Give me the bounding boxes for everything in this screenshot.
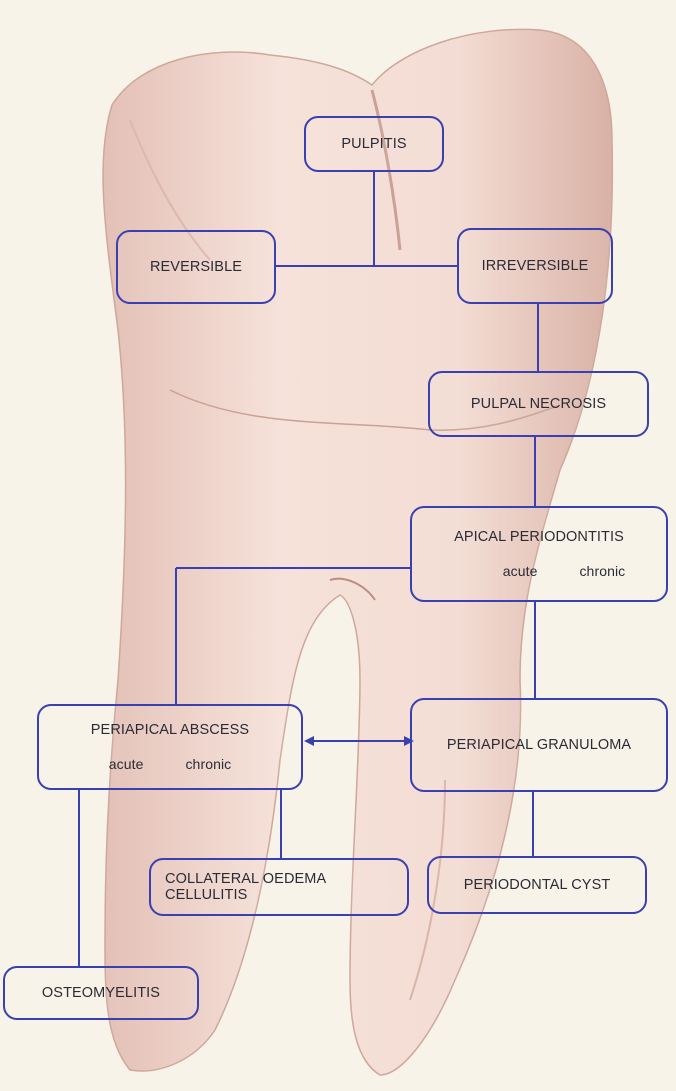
arrow-head-right [404, 736, 414, 746]
periapical-granuloma-box: PERIAPICAL GRANULOMA [410, 698, 668, 792]
reversible-box: REVERSIBLE [116, 230, 276, 304]
root-groove [409, 779, 446, 1001]
collateral-oedema-box: COLLATERAL OEDEMA CELLULITIS [149, 858, 409, 916]
tooth-shape [102, 28, 614, 1076]
connector-lines [78, 172, 539, 966]
periodontal-cyst-box: PERIODONTAL CYST [427, 856, 647, 914]
apical-chronic-label: chronic [579, 563, 626, 579]
abscess-acute-label: acute [108, 756, 144, 772]
periodontal-cyst-label: PERIODONTAL CYST [463, 877, 611, 893]
irreversible-box: IRREVERSIBLE [457, 228, 613, 304]
cej-line [169, 389, 561, 431]
apical-periodontitis-label: APICAL PERIODONTITIS [454, 529, 624, 545]
furcation-shadow [329, 577, 376, 601]
cusp-shadow-left [129, 119, 211, 261]
irreversible-label: IRREVERSIBLE [481, 258, 589, 274]
pulpal-necrosis-label: PULPAL NECROSIS [470, 396, 607, 412]
pulpal-necrosis-box: PULPAL NECROSIS [428, 371, 649, 437]
cellulitis-label: CELLULITIS [165, 887, 248, 903]
collateral-oedema-label: COLLATERAL OEDEMA [165, 871, 327, 887]
abscess-chronic-label: chronic [185, 756, 232, 772]
osteomyelitis-label: OSTEOMYELITIS [41, 985, 161, 1001]
reversible-label: REVERSIBLE [149, 259, 243, 275]
arrow-head-left [304, 736, 314, 746]
pulpitis-label: PULPITIS [341, 136, 407, 152]
apical-periodontitis-box: APICAL PERIODONTITIS acute chronic [410, 506, 668, 602]
periapical-abscess-box: PERIAPICAL ABSCESS acute chronic [37, 704, 303, 790]
pulpitis-box: PULPITIS [304, 116, 444, 172]
apical-acute-label: acute [502, 563, 538, 579]
periapical-abscess-label: PERIAPICAL ABSCESS [90, 722, 250, 738]
osteomyelitis-box: OSTEOMYELITIS [3, 966, 199, 1020]
periapical-granuloma-label: PERIAPICAL GRANULOMA [446, 737, 632, 753]
